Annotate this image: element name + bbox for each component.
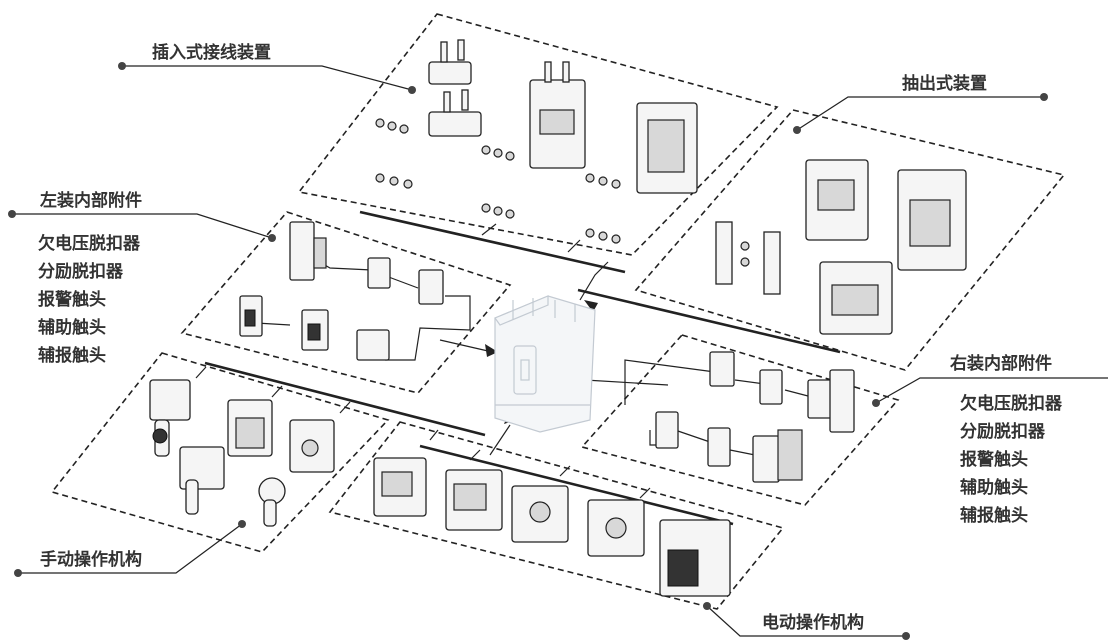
right-internal-devices bbox=[655, 351, 855, 483]
left-accessory-item: 辅助触头 bbox=[38, 317, 106, 338]
draw-out-panel bbox=[634, 109, 1066, 371]
left-accessory-item: 分励脱扣器 bbox=[38, 261, 124, 282]
right-internal-panel bbox=[580, 334, 900, 506]
plug-in-panel bbox=[297, 13, 779, 256]
manual-panel bbox=[50, 352, 390, 553]
left-accessory-item: 辅报触头 bbox=[38, 345, 106, 366]
callout-lines bbox=[8, 62, 1108, 640]
left-accessory-item: 欠电压脱扣器 bbox=[38, 233, 141, 254]
draw-out-devices bbox=[715, 159, 967, 335]
right-accessory-item: 欠电压脱扣器 bbox=[960, 393, 1063, 414]
circuit-breaker bbox=[494, 295, 596, 433]
right-accessory-item: 辅报触头 bbox=[960, 505, 1028, 526]
left-accessory-list: 欠电压脱扣器 分励脱扣器 报警触头 辅助触头 辅报触头 bbox=[38, 233, 141, 366]
label-right-internal: 右装内部附件 bbox=[950, 353, 1052, 374]
electric-devices bbox=[373, 457, 731, 597]
left-internal-devices bbox=[239, 221, 444, 361]
left-accessory-item: 报警触头 bbox=[38, 289, 106, 310]
right-accessory-list: 欠电压脱扣器 分励脱扣器 报警触头 辅助触头 辅报触头 bbox=[960, 393, 1063, 526]
electric-panel bbox=[328, 421, 785, 610]
label-electric: 电动操作机构 bbox=[762, 612, 864, 633]
label-draw-out: 抽出式装置 bbox=[902, 73, 987, 94]
left-internal-panel bbox=[180, 211, 512, 394]
manual-devices bbox=[149, 379, 335, 527]
plug-in-devices bbox=[375, 39, 698, 244]
label-plug-in: 插入式接线装置 bbox=[152, 42, 271, 63]
right-accessory-item: 辅助触头 bbox=[960, 477, 1028, 498]
connection-lines bbox=[195, 210, 841, 526]
right-accessory-item: 分励脱扣器 bbox=[960, 421, 1046, 442]
label-left-internal: 左装内部附件 bbox=[40, 190, 142, 211]
label-manual: 手动操作机构 bbox=[40, 549, 142, 570]
right-accessory-item: 报警触头 bbox=[960, 449, 1028, 470]
